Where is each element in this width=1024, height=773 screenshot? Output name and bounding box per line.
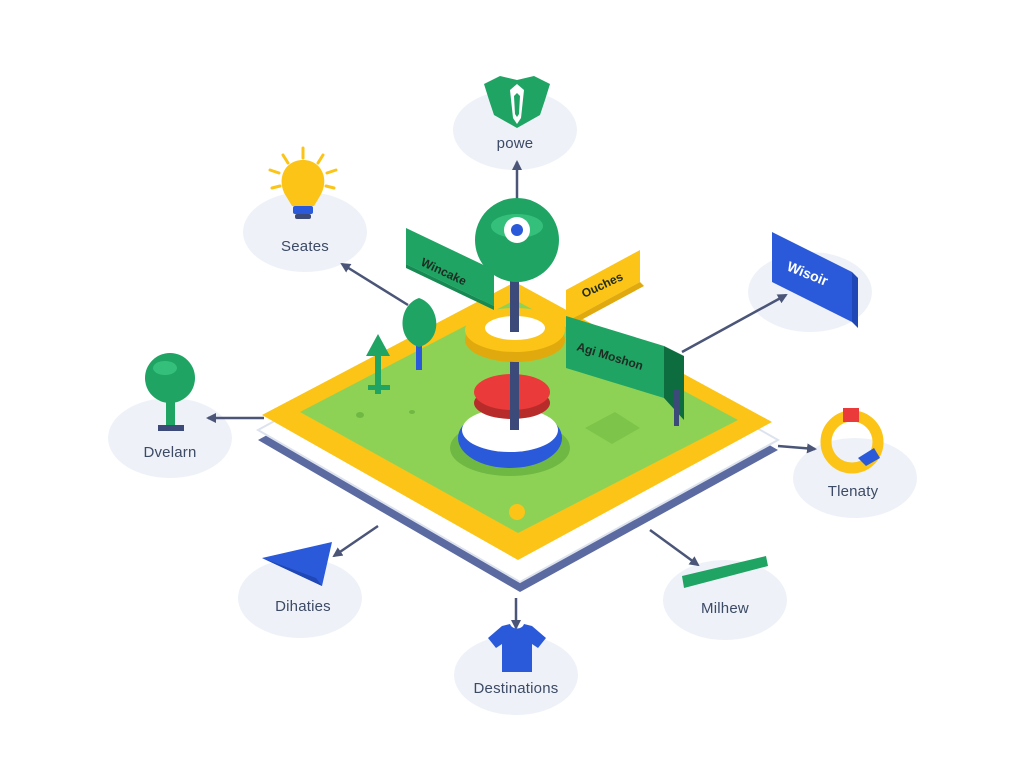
grass-dot (356, 412, 364, 418)
node-label-bottom-left: Dihaties (275, 598, 331, 615)
sign-green-right: Agi Moshon (566, 316, 684, 426)
shield-icon (484, 76, 550, 128)
ring-icon (820, 408, 884, 474)
sign-yellow: Ouches (566, 250, 644, 326)
bubble-bottom (454, 635, 578, 715)
check-stroke-icon (682, 556, 768, 588)
arrow-to-right (777, 443, 817, 454)
sprout-arrow-icon (366, 334, 390, 394)
lightbulb-icon (268, 146, 338, 219)
tree-icon (402, 298, 437, 370)
tower-ball-eye-pupil (511, 224, 523, 236)
tshirt-icon (488, 624, 546, 672)
arrow-to-bottom-right (649, 528, 700, 567)
node-label-top: powe (496, 135, 534, 152)
central-tower (450, 198, 570, 476)
sign-green-left: Wincake (406, 228, 494, 310)
bubble-top (453, 90, 577, 170)
connector-arrows (206, 160, 817, 630)
yellow-ball (509, 504, 525, 520)
grass-patch (585, 412, 640, 444)
node-label-bottom: Destinations (473, 680, 559, 697)
node-label-top-left: Seates (281, 238, 329, 255)
grass-dot (409, 410, 415, 414)
tree-node-icon (145, 353, 195, 431)
arrow-to-bottom-left (332, 524, 379, 558)
bubble-right (793, 438, 917, 518)
arrow-to-top-left (340, 262, 409, 307)
tower-pole-upper (510, 270, 519, 332)
bubble-left (108, 398, 232, 478)
node-label-left: Dvelarn (143, 444, 197, 461)
arrow-to-top-right (681, 293, 788, 354)
bubble-top-left (243, 192, 367, 272)
triangle-flag-icon (262, 542, 332, 586)
node-label-right: Tlenaty (827, 483, 879, 500)
blue-panel-icon: Wisoir (772, 232, 858, 328)
bubble-bottom-left (238, 558, 362, 638)
node-label-bottom-right: Milhew (701, 600, 749, 617)
